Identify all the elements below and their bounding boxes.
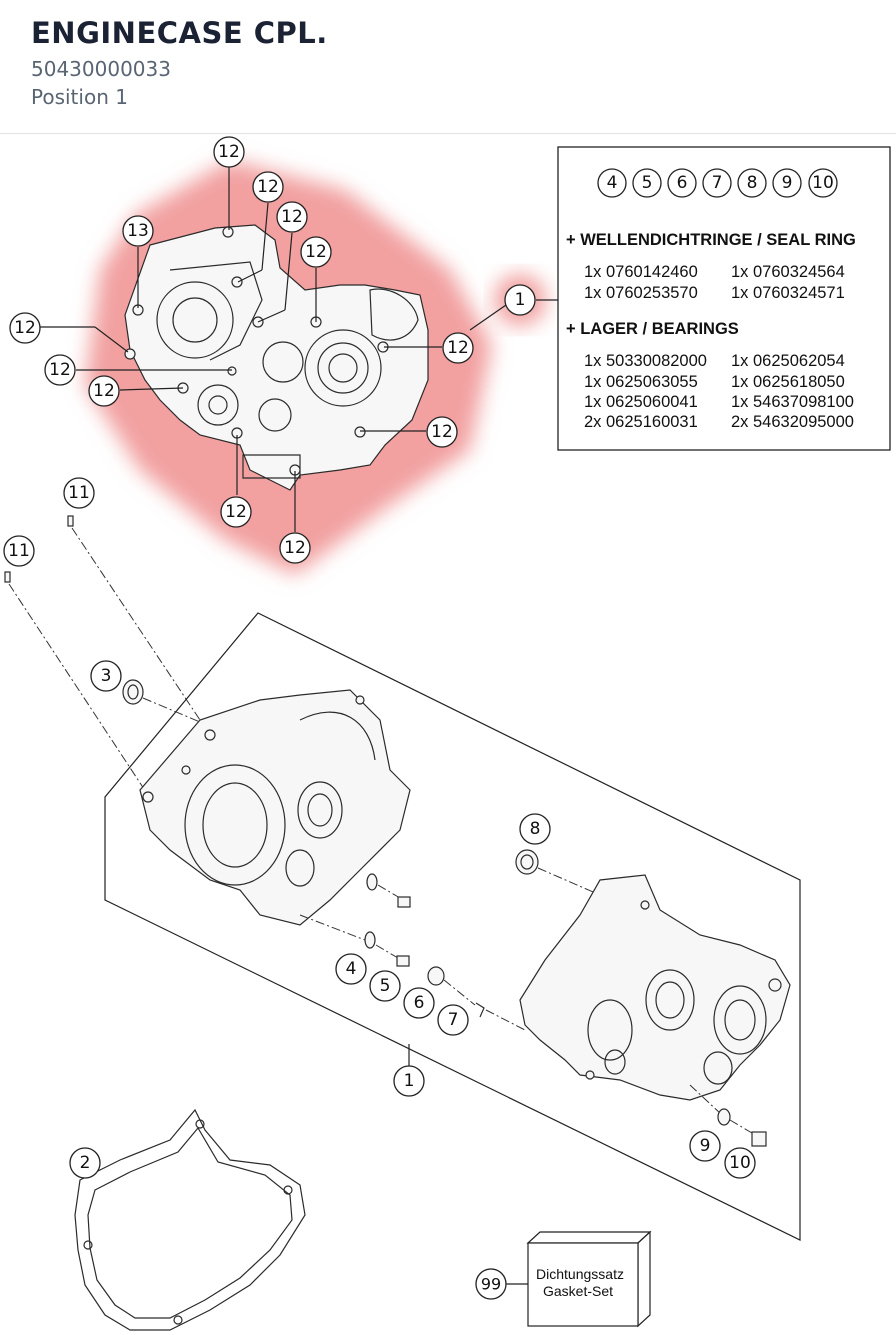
svg-text:3: 3 [101,666,112,686]
gasket-set-label-en: Gasket-Set [543,1283,613,1299]
enginecase-right-half [519,874,791,1101]
bearing-row-1-b: 1x 0625062054 [731,352,845,370]
callout-12-i[interactable]: 12 [426,416,458,448]
callout-13[interactable]: 13 [122,215,154,247]
svg-text:10: 10 [729,1153,751,1173]
legend-circled-numbers: 4 5 6 7 8 9 10 [597,168,838,198]
svg-text:12: 12 [93,381,115,401]
svg-text:1: 1 [515,290,526,310]
svg-text:12: 12 [305,242,327,262]
top-leader-lines [40,166,558,532]
seal-row-2-a: 1x 0760253570 [584,284,698,302]
svg-text:6: 6 [414,993,425,1013]
ring-9-bolt-10 [689,1084,767,1147]
svg-text:12: 12 [257,177,279,197]
svg-text:2: 2 [80,1153,91,1173]
studs-11 [4,515,211,796]
svg-text:4: 4 [346,959,357,979]
gasket-2 [74,1108,306,1331]
bearing-8 [515,849,601,896]
callout-12-d[interactable]: 12 [300,236,332,268]
bearing-row-2-b: 1x 0625618050 [731,373,845,391]
svg-text:5: 5 [380,976,391,996]
legend-num-8: 8 [747,173,758,193]
svg-text:7: 7 [448,1010,459,1030]
callout-6[interactable]: 6 [403,987,435,1019]
legend-num-5: 5 [642,173,653,193]
bearing-row-1-a: 1x 50330082000 [584,352,707,370]
callout-12-j[interactable]: 12 [220,496,252,528]
bearing-row-3-b: 1x 54637098100 [731,393,854,411]
part-number: 50430000033 [31,57,171,81]
callout-8[interactable]: 8 [519,813,551,845]
callout-2[interactable]: 2 [69,1147,101,1179]
bearing-row-4-b: 2x 54632095000 [731,413,854,431]
bearing-row-4-a: 2x 0625160031 [584,413,698,431]
callout-11-a[interactable]: 11 [63,477,95,509]
callout-10[interactable]: 10 [724,1147,756,1179]
seal-row-1-a: 1x 0760142460 [584,263,698,281]
callout-12-b[interactable]: 12 [252,171,284,203]
legend-num-9: 9 [782,173,793,193]
enginecase-top-view [124,224,429,491]
bearing-row-3-a: 1x 0625060041 [584,393,698,411]
callout-11-b[interactable]: 11 [3,535,35,567]
callout-12-a[interactable]: 12 [213,136,245,168]
svg-text:1: 1 [404,1071,415,1091]
svg-text:12: 12 [218,142,240,162]
callout-99[interactable]: 99 [475,1268,507,1300]
svg-text:8: 8 [530,819,541,839]
callout-5[interactable]: 5 [369,970,401,1002]
callout-1-bottom[interactable]: 1 [393,1065,425,1097]
seal-ring-3 [122,679,201,723]
header: ENGINECASE CPL. 50430000033 Position 1 [0,0,896,134]
svg-text:12: 12 [49,360,71,380]
gasket-set-label-de: Dichtungssatz [536,1266,624,1282]
dowel-6-clip-7 [427,966,526,1031]
svg-text:11: 11 [8,541,30,561]
legend-num-7: 7 [712,173,723,193]
callout-4[interactable]: 4 [335,953,367,985]
svg-text:9: 9 [700,1136,711,1156]
bearing-heading: + LAGER / BEARINGS [566,320,739,338]
svg-text:12: 12 [14,318,36,338]
bearing-row-2-a: 1x 0625063055 [584,373,698,391]
svg-text:13: 13 [127,221,149,241]
legend-num-4: 4 [607,173,618,193]
callout-3[interactable]: 3 [90,660,122,692]
svg-text:12: 12 [281,207,303,227]
callout-12-e[interactable]: 12 [9,312,41,344]
enginecase-left-half [139,689,411,926]
position-label: Position 1 [31,85,128,109]
legend-num-6: 6 [677,173,688,193]
bolts-washers [299,873,411,967]
svg-text:12: 12 [284,538,306,558]
callout-7[interactable]: 7 [437,1004,469,1036]
callout-12-g[interactable]: 12 [88,375,120,407]
gasket-set-box: Dichtungssatz Gasket-Set [506,1230,652,1328]
seal-row-2-b: 1x 0760324571 [731,284,845,302]
svg-text:12: 12 [225,502,247,522]
callout-12-f[interactable]: 12 [44,354,76,386]
callout-12-h[interactable]: 12 [442,332,474,364]
legend-box: 4 5 6 7 8 9 10 + WELLENDICHTRINGE / SEAL… [557,146,891,451]
seal-heading: + WELLENDICHTRINGE / SEAL RING [566,231,856,249]
callout-1-top[interactable]: 1 [504,284,536,316]
callout-12-k[interactable]: 12 [279,532,311,564]
seal-row-1-b: 1x 0760324564 [731,263,845,281]
page-title: ENGINECASE CPL. [31,16,328,50]
callout-12-c[interactable]: 12 [276,201,308,233]
svg-text:12: 12 [431,422,453,442]
svg-text:12: 12 [447,338,469,358]
callout-9[interactable]: 9 [689,1130,721,1162]
svg-text:11: 11 [68,483,90,503]
assembly-frame [104,612,801,1241]
svg-text:99: 99 [481,1275,501,1294]
legend-num-10: 10 [812,173,834,193]
